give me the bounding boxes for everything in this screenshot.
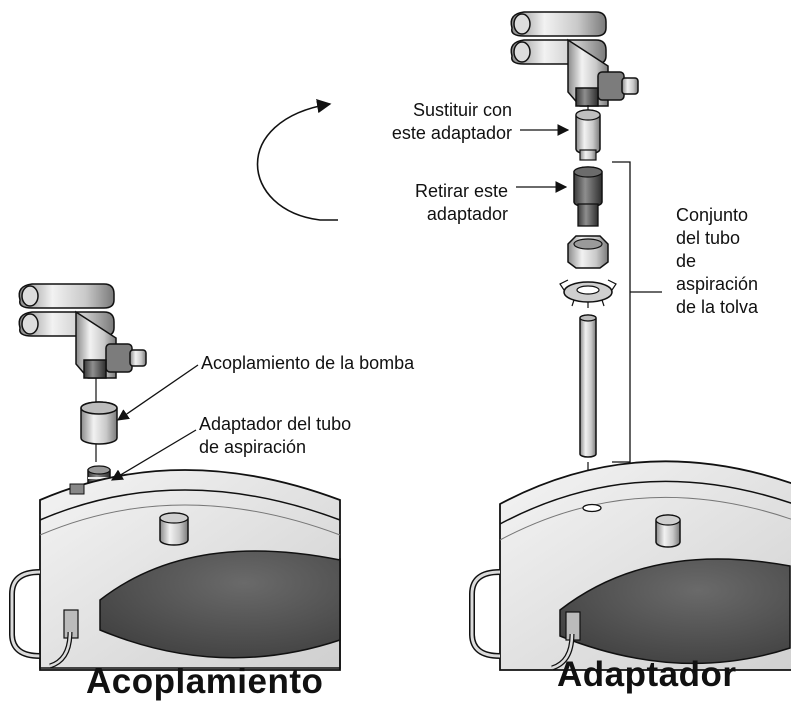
- suction-assembly-bracket: [612, 161, 662, 463]
- tube-adapter-label: Adaptador del tubo de aspiración: [199, 413, 351, 459]
- right-new-adapter: [575, 109, 601, 161]
- remove-adapter-label-line1: Retirar este: [414, 181, 508, 201]
- remove-adapter-label: Retirar este adaptador: [360, 180, 508, 226]
- tube-adapter-label-line1: Adaptador del tubo: [199, 414, 352, 434]
- right-pump-fitting: [510, 11, 639, 112]
- right-hex-nut: [567, 235, 609, 269]
- pump-coupling-label: Acoplamiento de la bomba: [201, 353, 415, 373]
- replace-adapter-label-line2: este adaptador: [391, 123, 512, 143]
- suction-assembly-label-line3: de: [676, 251, 697, 271]
- swap-arrow: [256, 98, 338, 221]
- replace-adapter-label: Sustituir con este adaptador: [360, 99, 512, 145]
- left-hopper: [9, 469, 341, 671]
- tube-adapter-arrow: [110, 429, 197, 481]
- replace-adapter-label-line1: Sustituir con: [412, 100, 512, 120]
- right-hopper: [469, 460, 791, 671]
- right-old-adapter: [573, 166, 603, 227]
- right-lock-washer: [559, 279, 617, 308]
- left-pump-coupling: [80, 401, 118, 445]
- suction-assembly-label-line2: del tubo: [676, 228, 741, 248]
- pump-coupling-arrow: [117, 364, 199, 421]
- right-suction-tube: [579, 314, 597, 500]
- suction-assembly-label-line5: de la tolva: [676, 297, 759, 317]
- suction-assembly-label-line4: aspiración: [676, 274, 759, 294]
- suction-assembly-label: Conjunto del tubo de aspiración de la to…: [676, 204, 758, 319]
- suction-assembly-label-line1: Conjunto: [676, 205, 749, 225]
- left-pump-fitting: [18, 283, 147, 462]
- remove-adapter-label-line2: adaptador: [426, 204, 508, 224]
- tube-adapter-label-line2: de aspiración: [199, 437, 307, 457]
- caption-acoplamiento: Acoplamiento: [86, 662, 324, 701]
- caption-adaptador: Adaptador: [557, 655, 737, 694]
